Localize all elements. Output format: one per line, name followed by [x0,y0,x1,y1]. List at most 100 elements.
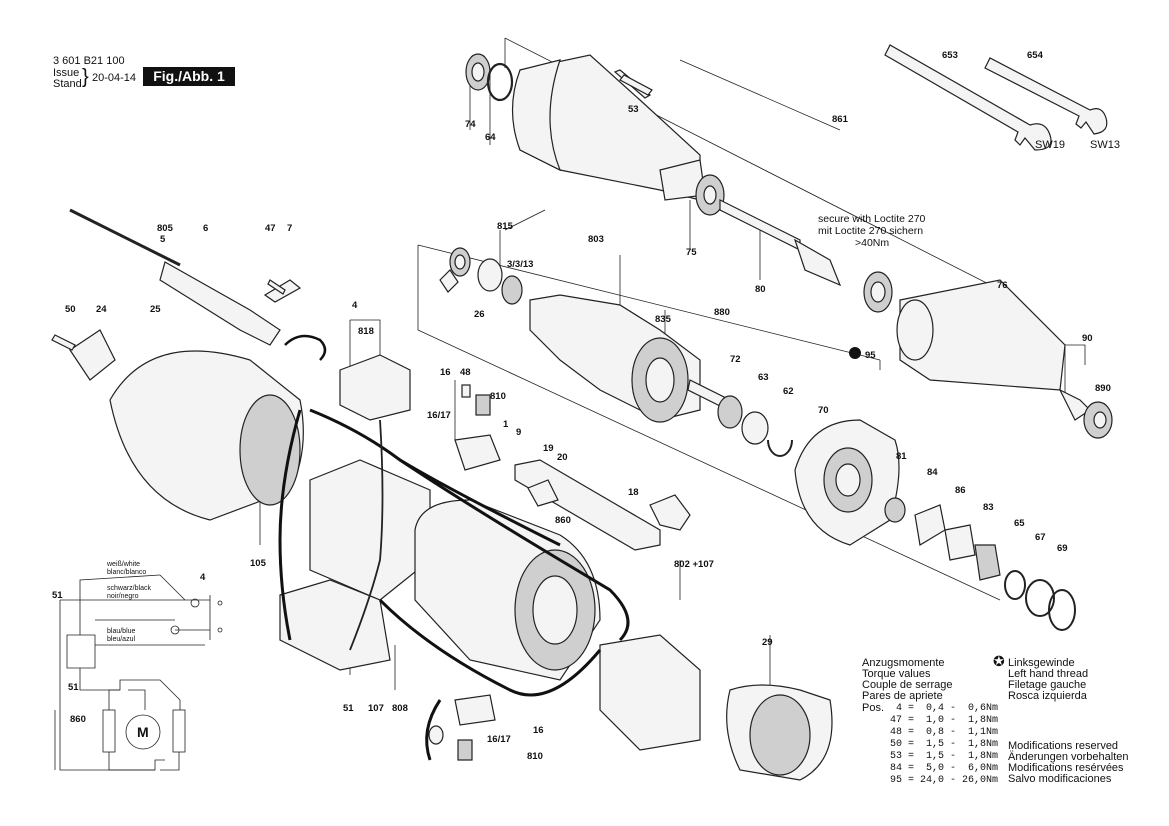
note-line-2: mit Loctite 270 sichern [818,225,923,237]
schematic-label-51: 51 [68,682,79,693]
part-label: 835 [655,314,672,325]
stand-label: Stand [53,78,82,90]
left-thread-1: Linksgewinde [1008,657,1075,669]
modifications-2: Änderungen vorbehalten [1008,751,1129,763]
modifications-3: Modifications resérvées [1008,762,1124,774]
wrench-653-size: SW19 [1035,139,1065,151]
part-label: 24 [96,304,107,315]
part-label: 16/17 [427,410,451,421]
wire-blue-label: blau/blue [107,628,136,635]
part-label: 64 [485,132,496,143]
wrench-654-drawing: 654 SW13 [984,50,1120,151]
part-label: 48 [460,367,471,378]
torque-row: 53 = 1,5 - 1,8Nm [884,751,999,762]
part-label: 880 [714,307,730,318]
guard-parts-drawing [514,459,691,551]
part-label: 9 [516,427,521,438]
part-label: 3/3/13 [507,259,533,270]
part-label: 80 [755,284,766,295]
wrench-654-size: SW13 [1090,139,1120,151]
torque-title-2: Torque values [862,668,931,680]
part-label: 860 [555,515,571,526]
torque-title-4: Pares de apriete [862,690,943,702]
part-label: 802 +107 [674,559,714,570]
left-thread-icon: ✪ [993,653,1005,669]
wire-white-label: weiß/white [106,561,140,568]
part-label: 75 [686,247,697,258]
wire-black-label: schwarz/black [107,585,151,592]
torque-pos-label: Pos. [862,702,885,714]
torque-row: 95 = 24,0 - 26,0Nm [884,775,999,786]
part-label: 81 [896,451,907,462]
part-label: 86 [955,485,966,496]
torque-row: 84 = 5,0 - 6,0Nm [884,763,999,774]
left-thread-3: Filetage gauche [1008,679,1087,691]
schematic-label-4: 4 [200,572,206,583]
part-label: 50 [65,304,76,315]
torque-row: 48 = 0,8 - 1,1Nm [884,727,999,738]
part-label: 62 [783,386,794,397]
wrench-654-label: 654 [1027,50,1044,61]
part-label: 4 [352,300,358,311]
part-label: 861 [832,114,849,125]
part-label: 83 [983,502,994,513]
part-label: 69 [1057,543,1068,554]
part-label: 815 [497,221,514,232]
wrench-653-drawing: 653 SW19 [884,44,1065,151]
part-label: 808 [392,703,408,714]
part-label: 70 [818,405,829,416]
schematic-label-860: 860 [70,714,86,725]
part-label: 890 [1095,383,1111,394]
note-line-3: >40Nm [855,237,889,249]
wiring-schematic: M weiß/white blanc/blanco schwarz/black … [52,561,223,771]
torque-title-3: Couple de serrage [862,679,953,691]
modifications-4: Salvo modificaciones [1008,773,1112,785]
figure-label: Fig./Abb. 1 [143,67,235,86]
loctite-note: secure with Loctite 270 mit Loctite 270 … [818,213,926,249]
schematic-label-51-top: 51 [52,590,63,601]
part-label: 19 [543,443,554,454]
torque-row: 50 = 1,5 - 1,8Nm [884,739,999,750]
part-label: 67 [1035,532,1046,543]
part-label: 29 [762,637,773,648]
part-label: 805 [157,223,174,234]
part-label: 16/17 [487,734,511,745]
part-label: 20 [557,452,568,463]
wrench-653-label: 653 [942,50,958,61]
note-line-1: secure with Loctite 270 [818,213,926,225]
part-label: 84 [927,467,938,478]
modifications-1: Modifications reserved [1008,740,1119,752]
part-label: 65 [1014,518,1025,529]
part-label: 53 [628,104,639,115]
motor-housing-drawing [279,459,833,781]
torque-title-1: Anzugsmomente [862,657,945,669]
part-label: 18 [628,487,639,498]
torque-row: 47 = 1,0 - 1,8Nm [884,715,999,726]
part-label: 818 [358,326,374,337]
part-label: 76 [997,280,1008,291]
issue-label: Issue [53,67,80,79]
wiring-drawing [278,334,630,761]
brace-glyph: } [82,66,89,88]
left-thread-4: Rosca izquierda [1008,690,1087,702]
part-label: 90 [1082,333,1093,344]
part-label: 107 [368,703,384,714]
wire-blue-label-2: bleu/azul [107,636,135,643]
part-label: 74 [465,119,476,130]
part-label: 95 [865,350,876,361]
part-label: 810 [490,391,506,402]
part-label: 63 [758,372,769,383]
motor-symbol: M [137,724,149,740]
armature-drawing [439,247,793,457]
part-label: 105 [250,558,267,569]
part-label: 47 [265,223,276,234]
switch-drawing [339,354,501,761]
part-label: 6 [203,223,208,234]
part-label: 16 [533,725,544,736]
torque-row: 4 = 0,4 - 0,6Nm [884,703,999,714]
part-label: 7 [287,223,292,234]
part-label: 16 [440,367,451,378]
wire-white-label-2: blanc/blanco [107,569,146,576]
rear-housing-drawing [51,208,304,521]
part-label: 1 [503,419,509,430]
